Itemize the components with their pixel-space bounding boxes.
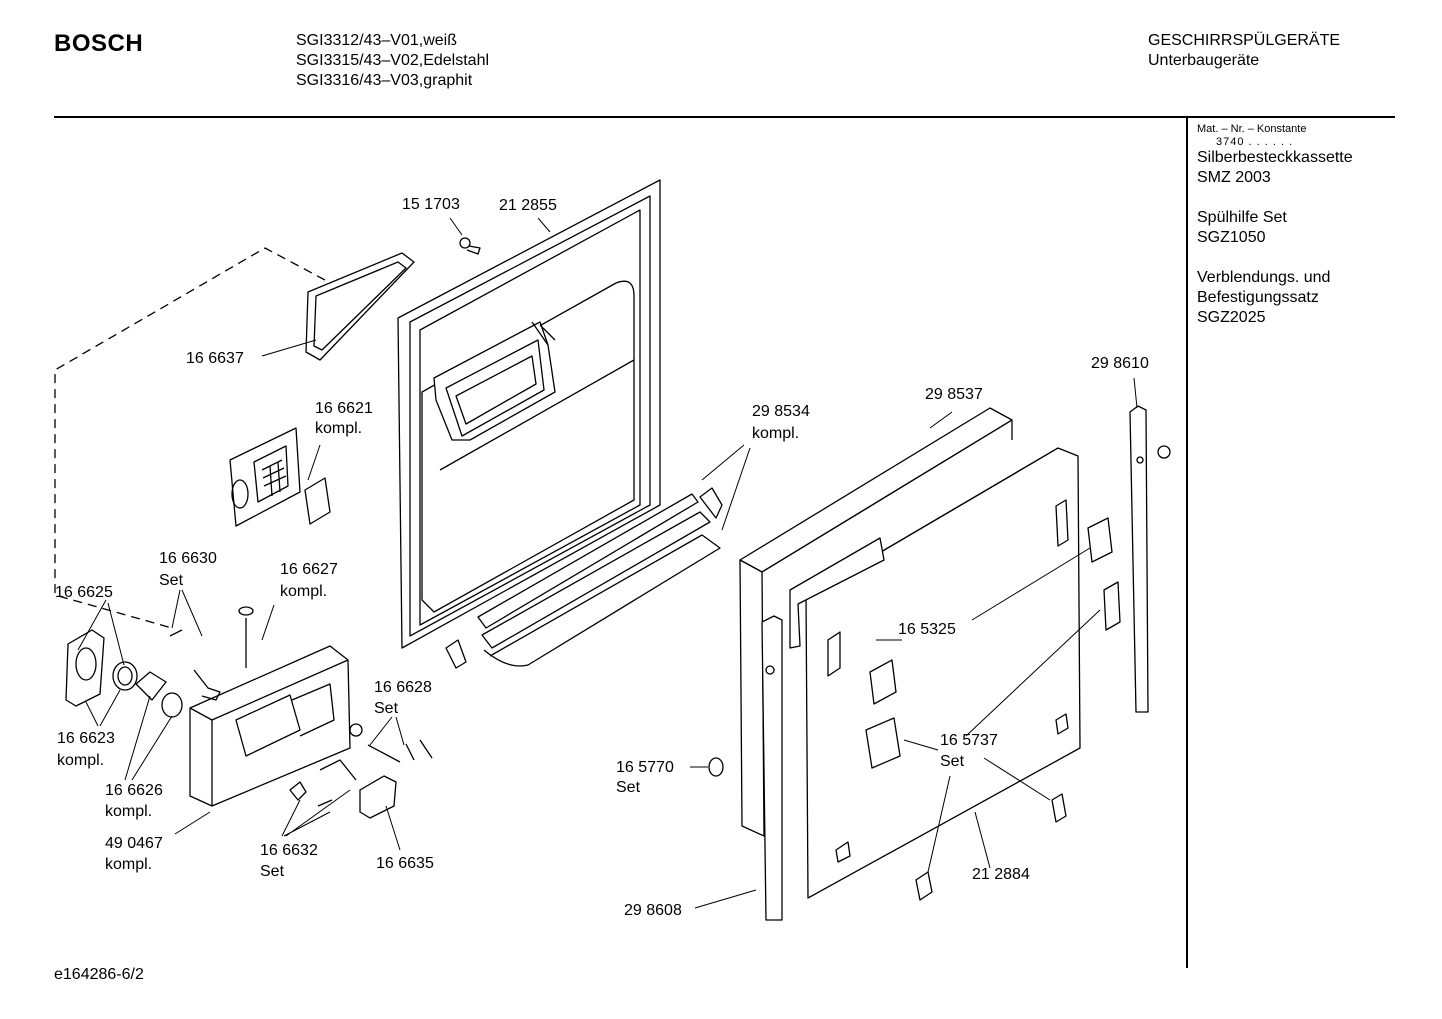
label-298608: 29 8608 — [624, 902, 682, 919]
switch-166635 — [359, 775, 397, 819]
accessory-name: Silberbesteckkassette — [1197, 149, 1353, 166]
sidebar-divider — [1186, 116, 1188, 968]
label-166626: 16 6626 — [105, 782, 163, 799]
mat-constant-value: 3740 . . . . . . — [1216, 136, 1294, 148]
label-298537: 29 8537 — [925, 386, 983, 403]
door-strip-298534 — [445, 487, 723, 669]
clip-165737 — [865, 581, 1121, 901]
accessory-code: SGZ1050 — [1197, 229, 1266, 246]
knob-166625 — [65, 629, 105, 707]
bracket-165325 — [869, 517, 1113, 705]
label-298534: 29 8534 — [752, 403, 810, 420]
label-212855: 21 2855 — [499, 197, 557, 214]
label-298610: 29 8610 — [1091, 355, 1149, 372]
accessory-panel-kit: Verblendungs. und Befestigungssatz SGZ20… — [1197, 268, 1397, 328]
label-165770: 16 5770 — [616, 759, 674, 776]
label-212884: 21 2884 — [972, 866, 1030, 883]
front-panel-298537 — [739, 407, 1013, 837]
inner-door-panel — [397, 179, 661, 649]
dispenser-seal-166637 — [305, 252, 415, 361]
accessory-name: Verblendungs. und — [1197, 269, 1331, 286]
drawing-id: e164286-6/2 — [54, 966, 144, 983]
product-category: GESCHIRRSPÜLGERÄTE Unterbaugeräte — [1148, 31, 1340, 71]
label-166630-sub: Set — [159, 572, 184, 589]
label-166635: 16 6635 — [376, 855, 434, 872]
spring-166630 — [169, 629, 221, 701]
mat-constant-label: Mat. – Nr. – Konstante — [1197, 123, 1307, 135]
dispenser-cover-166621 — [229, 427, 331, 527]
model-line-1: SGI3312/43–V01,weiß — [296, 32, 457, 49]
label-166630: 16 6630 — [159, 550, 217, 567]
screw-151703 — [459, 237, 481, 255]
model-list: SGI3312/43–V01,weiß SGI3315/43–V02,Edels… — [296, 31, 489, 91]
exploded-view-diagram: 15 1703 21 2855 16 6637 16 6621 kompl. 2… — [54, 179, 1171, 921]
accessory-silverware: Silberbesteckkassette SMZ 2003 — [1197, 148, 1397, 188]
screw-165770 — [708, 757, 724, 777]
label-166632-sub: Set — [260, 863, 285, 880]
label-165770-sub: Set — [616, 779, 641, 796]
label-490467: 49 0467 — [105, 835, 163, 852]
accessory-name: Spülhilfe Set — [1197, 209, 1287, 226]
side-rail-298608 — [761, 615, 783, 921]
label-151703: 15 1703 — [402, 196, 460, 213]
label-165737-sub: Set — [940, 753, 965, 770]
label-166623: 16 6623 — [57, 730, 115, 747]
springs-166632 — [289, 759, 357, 807]
label-165325: 16 5325 — [898, 621, 956, 638]
label-166627-sub: kompl. — [280, 583, 327, 600]
category-line-2: Unterbaugeräte — [1148, 52, 1260, 69]
header-divider — [54, 116, 1395, 118]
label-166621: 16 6621 — [315, 400, 373, 417]
accessory-rinse-aid: Spülhilfe Set SGZ1050 — [1197, 208, 1397, 248]
accessory-code: SMZ 2003 — [1197, 169, 1271, 186]
control-housing-490467 — [189, 645, 351, 807]
accessory-name: Befestigungssatz — [1197, 289, 1319, 306]
label-165737: 16 5737 — [940, 732, 998, 749]
label-298534-sub: kompl. — [752, 425, 799, 442]
ring-166623 — [112, 661, 138, 691]
model-line-3: SGI3316/43–V03,graphit — [296, 72, 473, 89]
label-166623-sub: kompl. — [57, 752, 104, 769]
shaft-166626 — [135, 671, 183, 718]
label-166628: 16 6628 — [374, 679, 432, 696]
assembly-dashed-line — [54, 247, 326, 629]
leader-lines — [77, 217, 1138, 909]
label-166626-sub: kompl. — [105, 803, 152, 820]
label-166628-sub: Set — [374, 700, 399, 717]
category-line-1: GESCHIRRSPÜLGERÄTE — [1148, 32, 1341, 49]
accessory-code: SGZ2025 — [1197, 309, 1266, 326]
label-490467-sub: kompl. — [105, 856, 152, 873]
model-line-2: SGI3315/43–V02,Edelstahl — [296, 52, 490, 69]
label-166627: 16 6627 — [280, 561, 338, 578]
label-166637: 16 6637 — [186, 350, 244, 367]
lever-166628 — [349, 723, 433, 763]
mounting-plate-212884 — [789, 447, 1081, 899]
indicator-166627 — [238, 606, 254, 668]
brand-logo: BOSCH — [54, 30, 144, 57]
label-166632: 16 6632 — [260, 842, 318, 859]
label-166621-sub: kompl. — [315, 420, 362, 437]
side-rail-298610 — [1129, 405, 1171, 713]
accessory-panel: Mat. – Nr. – Konstante 3740 . . . . . . … — [1197, 122, 1397, 328]
label-166625: 16 6625 — [55, 584, 113, 601]
